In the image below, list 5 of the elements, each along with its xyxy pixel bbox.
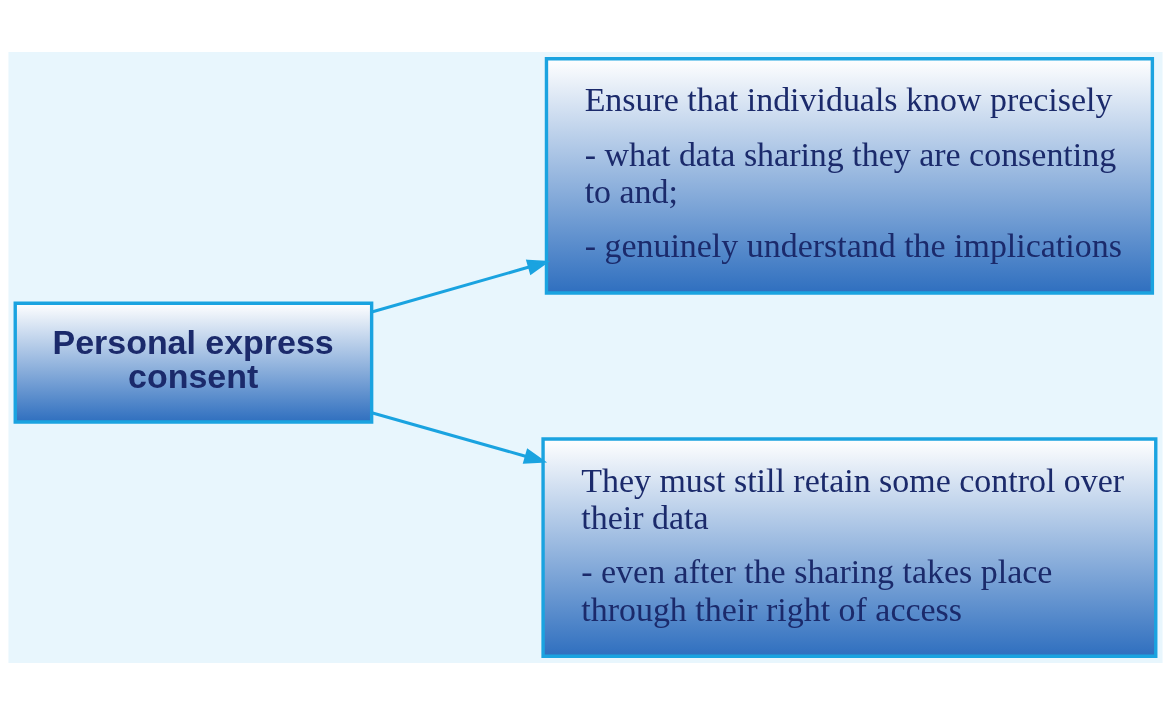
arrow [371, 259, 551, 314]
node-box: Personal express consent [13, 301, 374, 424]
node-box: Ensure that individuals know precisely - what data sharing they are consenting to and; - genuinely understand the implications [544, 56, 1155, 295]
node-box: They must still retain some control over their data - even after the sharing takes place through their right of access [541, 436, 1158, 658]
arrow [371, 410, 548, 464]
